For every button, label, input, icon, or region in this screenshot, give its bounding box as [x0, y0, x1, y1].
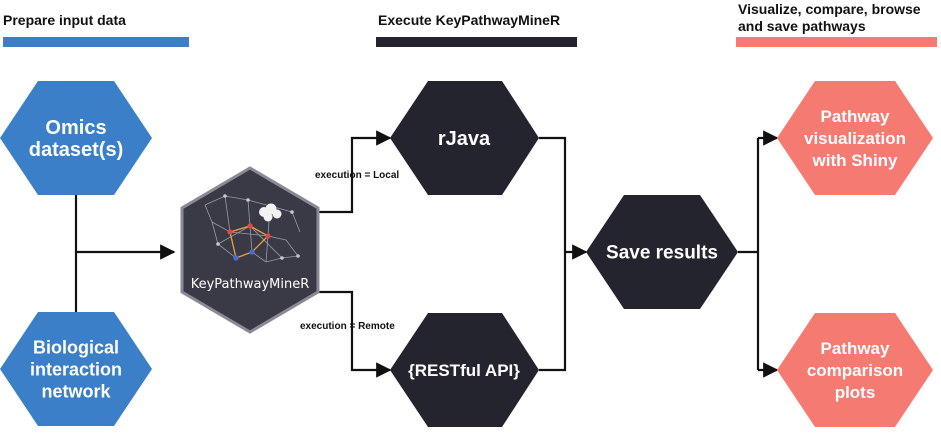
- node-biological-network: [0, 312, 152, 426]
- label-line: with Shiny: [812, 151, 899, 170]
- node-pathway-comparison: [777, 313, 933, 427]
- network-node: [246, 198, 250, 202]
- label-line: network: [41, 381, 111, 401]
- network-node: [216, 242, 220, 246]
- header-execute-bar: [376, 37, 577, 47]
- connectors: [74, 130, 779, 378]
- label-line: Pathway: [821, 107, 891, 126]
- header-prepare: Prepare input data: [3, 12, 189, 47]
- header-visualize-text-line2: and save pathways: [738, 18, 866, 34]
- pathway-comparison-label: Pathway comparison plots: [807, 339, 903, 402]
- label-line: {RESTful API}: [408, 361, 520, 380]
- keypathwayminer-logo: KeyPathwayMineR: [180, 166, 320, 334]
- label-line: Pathway: [821, 339, 891, 358]
- node-omics-dataset: [0, 81, 152, 195]
- header-execute: Execute KeyPathwayMineR: [376, 12, 577, 47]
- header-prepare-bar: [3, 37, 189, 47]
- save-results-label: Save results: [606, 243, 718, 264]
- network-node: [290, 210, 294, 214]
- node-save-results: [586, 195, 738, 309]
- network-nodes: [216, 194, 300, 261]
- edge-label-local: execution = Local: [315, 170, 399, 181]
- brain-icon: [259, 203, 282, 222]
- connector-results-merge: [539, 136, 567, 372]
- edge-label-remote: execution = Remote: [300, 321, 395, 332]
- network-node: [233, 255, 239, 261]
- header-prepare-text: Prepare input data: [3, 12, 126, 28]
- pathway-visualization-label: Pathway visualization with Shiny: [804, 107, 906, 170]
- header-visualize-text-line1: Visualize, compare, browse: [738, 1, 921, 17]
- header-visualize: Visualize, compare, browse and save path…: [736, 1, 937, 47]
- rjava-label: rJava: [438, 128, 491, 150]
- node-restful-api: [390, 313, 539, 427]
- label-line: rJava: [438, 128, 491, 150]
- logo-hexagon: [182, 168, 318, 332]
- network-node: [265, 233, 271, 239]
- network-node: [247, 223, 253, 229]
- network-node: [223, 194, 227, 198]
- restful-api-label: {RESTful API}: [408, 361, 520, 380]
- label-line: Save results: [606, 243, 718, 264]
- network-node: [227, 229, 233, 235]
- highlight-path: [229, 225, 270, 259]
- label-line: plots: [835, 383, 876, 402]
- logo-hexagon-border: [180, 166, 320, 334]
- label-line: Omics: [45, 117, 106, 139]
- header-visualize-bar: [736, 37, 937, 47]
- header-execute-text: Execute KeyPathwayMineR: [378, 12, 560, 28]
- arrow-to-rjava: [318, 130, 392, 214]
- label-line: dataset(s): [29, 139, 123, 161]
- logo-name: KeyPathwayMineR: [191, 277, 310, 292]
- label-line: Biological: [33, 337, 119, 357]
- network-highlight: [229, 225, 270, 259]
- label-line: comparison: [807, 361, 903, 380]
- network-node: [249, 249, 255, 255]
- node-pathway-visualization: [777, 81, 933, 195]
- node-rjava: [390, 81, 539, 195]
- network-edges-1: [204, 195, 301, 233]
- label-line: visualization: [804, 129, 906, 148]
- arrow-to-restful: [318, 290, 392, 378]
- network-node: [296, 254, 300, 258]
- network-node: [280, 256, 284, 260]
- label-line: interaction: [30, 359, 122, 379]
